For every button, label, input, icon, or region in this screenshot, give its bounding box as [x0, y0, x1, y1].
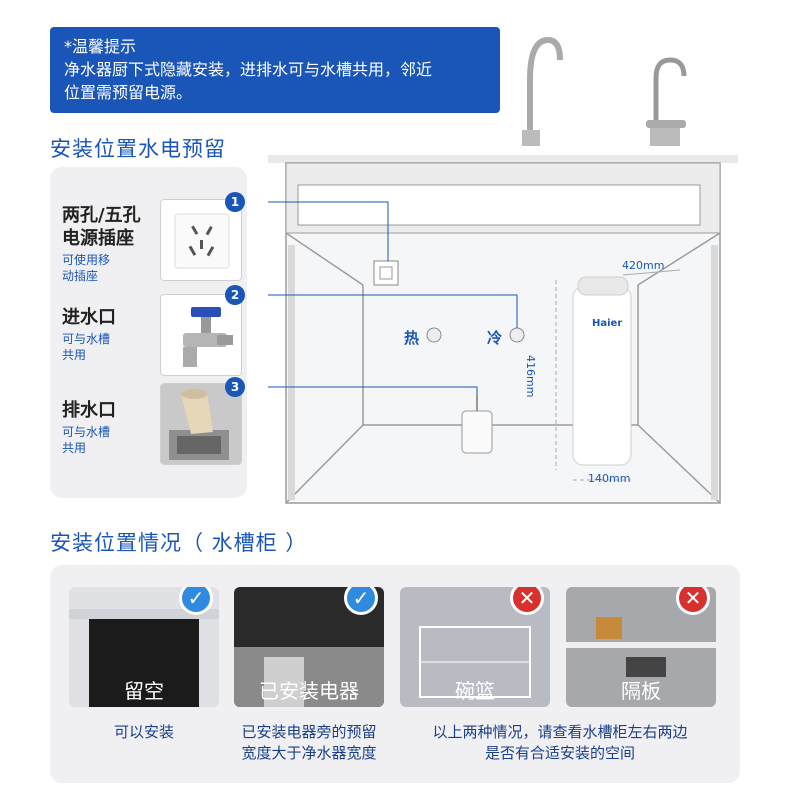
valve-thumb	[160, 294, 242, 376]
brand-logo: Haier	[592, 318, 623, 329]
faucet-illustration	[522, 36, 687, 146]
item1-title-2: 电源插座	[62, 228, 134, 249]
caption-can-install: 可以安装	[113, 723, 174, 741]
hot-label: 热	[404, 329, 420, 347]
cross-icon: ✕	[510, 587, 544, 615]
caption-appliance-2: 宽度大于净水器宽度	[241, 744, 377, 762]
case-empty-tag: 留空	[124, 679, 164, 703]
socket-thumb	[160, 199, 242, 281]
height-dim: 416mm	[524, 355, 537, 398]
notice-title: *温馨提示	[64, 37, 137, 56]
marker-3: 3	[225, 377, 245, 397]
check-icon: ✓	[179, 587, 213, 615]
cross-icon: ✕	[676, 587, 710, 615]
item2-sub-1: 可与水槽	[62, 332, 111, 346]
case-appliance: 已安装电器 ✓	[234, 587, 384, 707]
item2-title: 进水口	[62, 307, 116, 328]
case-empty: 留空 ✓	[69, 587, 219, 707]
width-dim: 140mm	[588, 472, 631, 485]
drain-pipe-icon	[161, 384, 241, 464]
item3-sub-1: 可与水槽	[62, 425, 111, 439]
case-shelf-image	[566, 617, 716, 677]
case-shelf: 隔板 ✕	[566, 587, 716, 707]
item3-sub-2: 共用	[62, 441, 87, 455]
check-icon: ✓	[344, 587, 378, 615]
depth-dim: 420mm	[622, 259, 665, 272]
marker-1: 1	[225, 192, 245, 212]
case-appliance-image	[234, 647, 384, 707]
case-dish-basket-image	[419, 626, 531, 698]
caption-check-2: 是否有合适安装的空间	[484, 744, 635, 762]
drain-thumb	[160, 383, 242, 465]
item1-sub-1: 可使用移	[62, 253, 111, 267]
marker-2: 2	[225, 285, 245, 305]
case-dish-basket: 碗篮 ✕	[400, 587, 550, 707]
caption-check-1: 以上两种情况，请查看水槽柜左右两边	[432, 723, 688, 741]
case-shelf-tag: 隔板	[621, 679, 661, 703]
notice-line2: 位置需预留电源。	[64, 83, 193, 102]
section2-title: 安装位置情况（ 水槽柜 ）	[50, 531, 308, 555]
case-appliance-tag: 已安装电器	[259, 679, 359, 703]
section1-title: 安装位置水电预留	[50, 137, 226, 161]
socket-icon	[174, 213, 230, 269]
cabinet-illustration	[268, 155, 738, 504]
notice-box: *温馨提示 净水器厨下式隐藏安装，进排水可与水槽共用，邻近 位置需预留电源。	[50, 27, 500, 113]
case-dish-basket-tag: 碗篮	[455, 679, 495, 703]
case-empty-image	[69, 609, 219, 707]
item2-sub-2: 共用	[62, 348, 87, 362]
notice-line1: 净水器厨下式隐藏安装，进排水可与水槽共用，邻近	[64, 60, 433, 79]
caption-appliance-1: 已安装电器旁的预留	[241, 723, 377, 741]
item1-sub-2: 动插座	[62, 269, 99, 283]
cold-label: 冷	[487, 329, 503, 347]
item1-title-1: 两孔/五孔	[62, 205, 141, 226]
angle-valve-icon	[183, 307, 233, 367]
item3-title: 排水口	[62, 400, 116, 421]
